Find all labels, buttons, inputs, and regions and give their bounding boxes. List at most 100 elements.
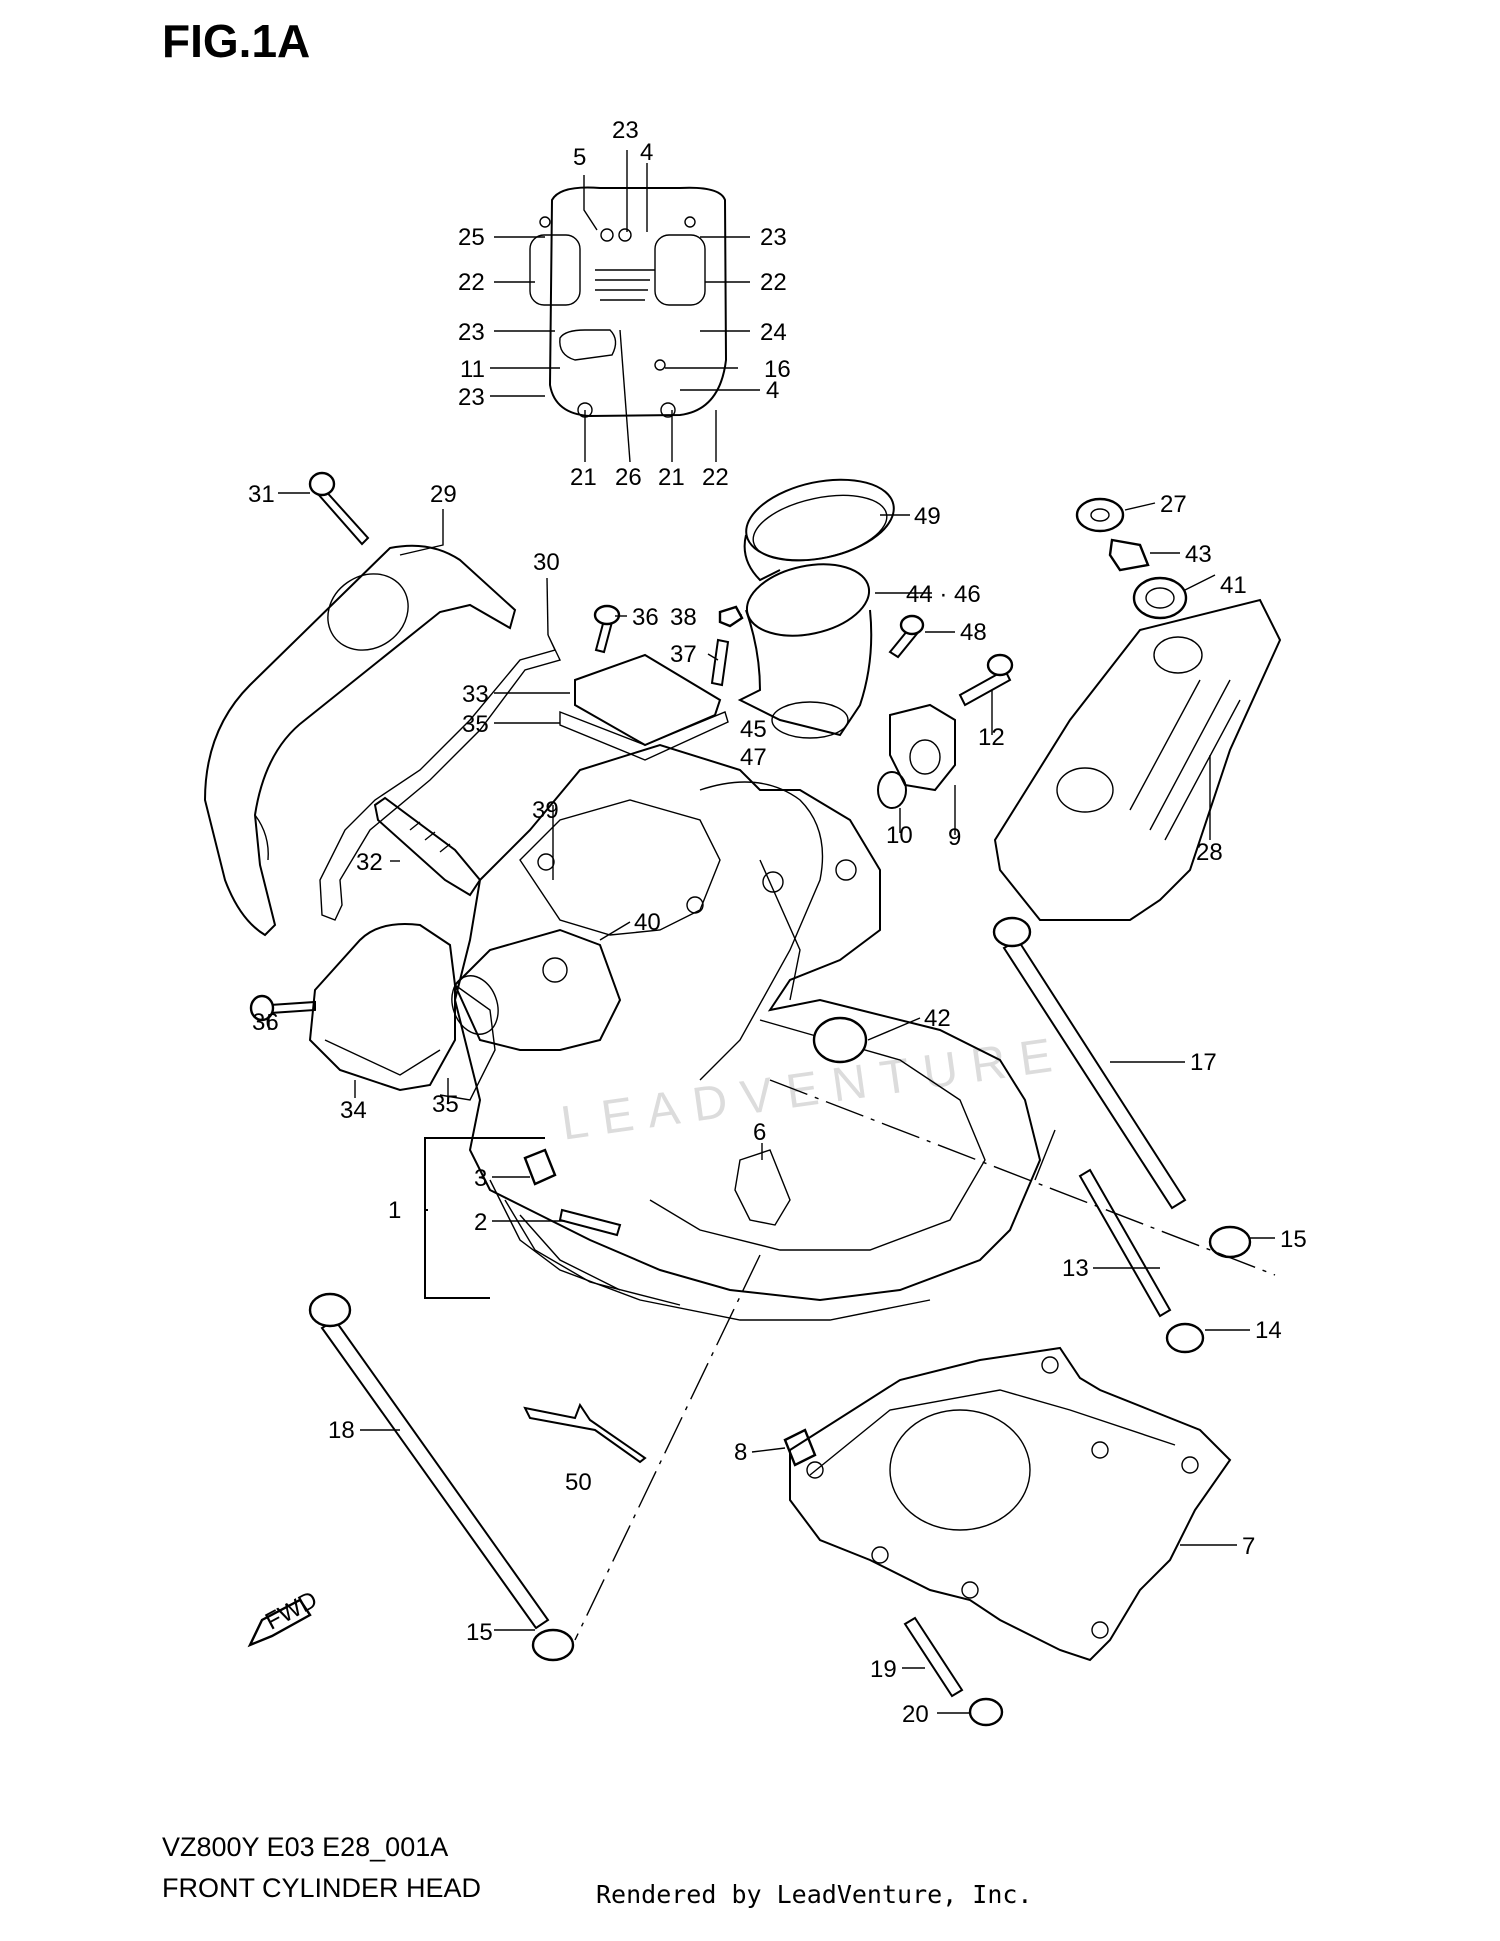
part-44-intake-pipe [737, 563, 873, 739]
part-31-bolt [308, 471, 370, 546]
callout-21: 21 [658, 464, 685, 491]
callout-5: 5 [573, 144, 586, 171]
part-36-bolt-upper [593, 604, 621, 654]
part-17-long-bolt [992, 916, 1187, 1210]
part-20-nut [968, 1697, 1004, 1727]
callout-36: 36 [252, 1009, 279, 1036]
callout-41: 41 [1220, 572, 1247, 599]
fwd-arrow-icon: FWD [247, 1586, 322, 1648]
part-14-nut [1165, 1322, 1205, 1354]
callout-22: 22 [458, 269, 485, 296]
callout-26: 26 [615, 464, 642, 491]
callout-29: 29 [430, 481, 457, 508]
callout-24: 24 [760, 319, 787, 346]
part-32-spark-plug [373, 796, 482, 897]
part-2-stud [558, 1208, 622, 1237]
callout-7: 7 [1242, 1533, 1255, 1560]
callout-35: 35 [462, 711, 489, 738]
callout-9: 9 [948, 824, 961, 851]
part-39-water-outlet [451, 928, 622, 1051]
diagram-code: VZ800Y E03 E28_001A [162, 1832, 449, 1862]
callout-12: 12 [978, 724, 1005, 751]
part-18-long-bolt [308, 1292, 550, 1630]
part-19-stud [903, 1616, 964, 1698]
part-28-right-side-cover [993, 598, 1282, 921]
callout-6: 6 [753, 1119, 766, 1146]
callout-15: 15 [1280, 1226, 1307, 1253]
part-30-bracket [319, 634, 561, 921]
callout-39: 39 [532, 797, 559, 824]
part-33-cover-plate [559, 653, 729, 761]
part-12-bolt [958, 653, 1014, 707]
part-49-clamp [743, 478, 895, 582]
diagram-name: FRONT CYLINDER HEAD [162, 1873, 482, 1903]
part-1-assembly-bracket [424, 1137, 545, 1299]
watermark-text: LEADVENTURE [558, 1027, 1069, 1150]
part-3-dowel-pin [523, 1148, 557, 1186]
callout-labels: 23 4 5 25 23 22 22 23 24 11 16 23 4 21 2… [248, 117, 1307, 1728]
part-38-nut [718, 605, 744, 628]
part-29-left-side-cover [203, 544, 517, 937]
part-41-grommet [1132, 576, 1188, 620]
callout-22: 22 [760, 269, 787, 296]
callout-47: 47 [740, 744, 767, 771]
part-43-collar [1108, 538, 1150, 572]
callout-35: 35 [432, 1091, 459, 1118]
callout-37: 37 [670, 641, 697, 668]
callout-4: 4 [640, 139, 653, 166]
callout-43: 43 [1185, 541, 1212, 568]
callout-11: 11 [460, 356, 485, 383]
callout-36: 36 [632, 604, 659, 631]
callout-14: 14 [1255, 1317, 1282, 1344]
fwd-label: FWD [261, 1586, 322, 1635]
callout-50: 50 [565, 1469, 592, 1496]
callout-49: 49 [914, 503, 941, 530]
callout-16: 16 [764, 356, 791, 383]
callout-3: 3 [474, 1165, 487, 1192]
callout-34: 34 [340, 1097, 367, 1124]
part-15-washer-left [531, 1628, 575, 1662]
callout-27: 27 [1160, 491, 1187, 518]
callout-40: 40 [634, 909, 661, 936]
callout-23: 23 [458, 319, 485, 346]
part-34-side-cover [308, 923, 496, 1101]
callout-19: 19 [870, 1656, 897, 1683]
callout-17: 17 [1190, 1049, 1217, 1076]
callout-10: 10 [886, 822, 913, 849]
callout-8: 8 [734, 1439, 747, 1466]
part-1-cylinder-head [453, 743, 1042, 1321]
callout-30: 30 [533, 549, 560, 576]
head-top-view [529, 186, 728, 418]
part-13-stud [1078, 1168, 1172, 1318]
figure-title: FIG.1A [162, 15, 311, 67]
callout-23: 23 [458, 384, 485, 411]
part-42-plug [812, 1016, 868, 1064]
callout-44-46: 44 · 46 [906, 581, 981, 608]
rendered-by-credit: Rendered by LeadVenture, Inc. [596, 1880, 1033, 1909]
callout-42: 42 [924, 1005, 951, 1032]
part-27-washer [1075, 497, 1125, 533]
part-15-washer-right [1208, 1225, 1252, 1259]
callout-15: 15 [466, 1619, 493, 1646]
alignment-line-left [574, 1254, 761, 1641]
callout-21: 21 [570, 464, 597, 491]
callout-13: 13 [1062, 1255, 1089, 1282]
callout-22: 22 [702, 464, 729, 491]
callout-18: 18 [328, 1417, 355, 1444]
callout-4: 4 [766, 377, 779, 404]
part-6-gasket [734, 1149, 791, 1226]
callout-31: 31 [248, 481, 275, 508]
callout-32: 32 [356, 849, 383, 876]
callout-28: 28 [1196, 839, 1223, 866]
part-36-bolt-left [249, 994, 316, 1022]
part-10-o-ring [877, 771, 907, 809]
callout-25: 25 [458, 224, 485, 251]
callout-38: 38 [670, 604, 697, 631]
callout-48: 48 [960, 619, 987, 646]
part-48-bolt [888, 614, 925, 659]
alignment-line-right [769, 1079, 1276, 1276]
callout-45: 45 [740, 716, 767, 743]
callout-23: 23 [760, 224, 787, 251]
part-50-guide [523, 1402, 647, 1464]
callout-23: 23 [612, 117, 639, 144]
